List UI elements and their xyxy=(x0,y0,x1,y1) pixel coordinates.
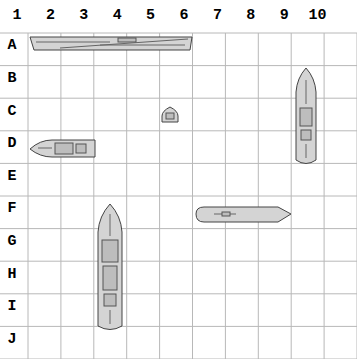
grid-line xyxy=(0,33,357,34)
aircraft-carrier xyxy=(30,37,192,50)
ship-hull xyxy=(30,140,95,157)
ship-hull xyxy=(98,204,122,330)
ship-deck xyxy=(166,113,174,119)
column-number: 4 xyxy=(113,8,122,24)
grid-line xyxy=(0,65,357,66)
row-letter: J xyxy=(7,332,16,348)
row-letter: E xyxy=(7,169,16,185)
column-number: 10 xyxy=(309,8,327,24)
row-letter: I xyxy=(7,299,16,315)
row-letter: C xyxy=(7,104,16,120)
submarine xyxy=(196,207,291,222)
column-number: 5 xyxy=(146,8,155,24)
grid-line xyxy=(0,228,357,229)
grid-line xyxy=(0,261,357,262)
battleship xyxy=(98,204,122,330)
ship-detail xyxy=(36,42,110,43)
grid-line xyxy=(0,326,357,327)
ship-hull xyxy=(30,37,192,50)
column-number: 2 xyxy=(46,8,55,24)
column-number: 3 xyxy=(79,8,88,24)
ship-detail xyxy=(306,144,307,158)
row-letter: F xyxy=(7,201,16,217)
column-number: 6 xyxy=(179,8,188,24)
ship-deck xyxy=(102,240,118,262)
ship-detail xyxy=(100,45,185,46)
ship-detail xyxy=(60,39,188,48)
ship-detail xyxy=(306,80,307,104)
row-letter: B xyxy=(7,71,16,87)
ship-deck xyxy=(103,266,117,290)
ship-hull xyxy=(162,107,178,122)
grid-line xyxy=(0,196,357,197)
ship-deck xyxy=(76,144,86,153)
row-letter: A xyxy=(7,38,16,54)
destroyer-ship xyxy=(296,68,316,164)
ship-deck xyxy=(300,108,312,126)
ship-deck xyxy=(104,294,116,306)
column-number: 1 xyxy=(12,8,21,24)
column-number: 8 xyxy=(246,8,255,24)
grid-line xyxy=(0,293,357,294)
row-letter: H xyxy=(7,267,16,283)
ship-hull xyxy=(196,207,291,222)
ship-deck xyxy=(301,130,311,140)
row-letter: D xyxy=(7,136,16,152)
ship-deck xyxy=(55,143,73,154)
ship-deck xyxy=(222,212,230,216)
cruiser-ship xyxy=(30,140,95,157)
row-letter: G xyxy=(7,234,16,250)
ship-detail xyxy=(38,148,52,149)
column-number: 9 xyxy=(280,8,289,24)
patrol-boat xyxy=(162,107,178,122)
ship-deck xyxy=(118,38,136,42)
column-number: 7 xyxy=(213,8,222,24)
ship-detail xyxy=(110,310,111,324)
ship-hull xyxy=(296,68,316,164)
ship-detail xyxy=(110,214,111,236)
